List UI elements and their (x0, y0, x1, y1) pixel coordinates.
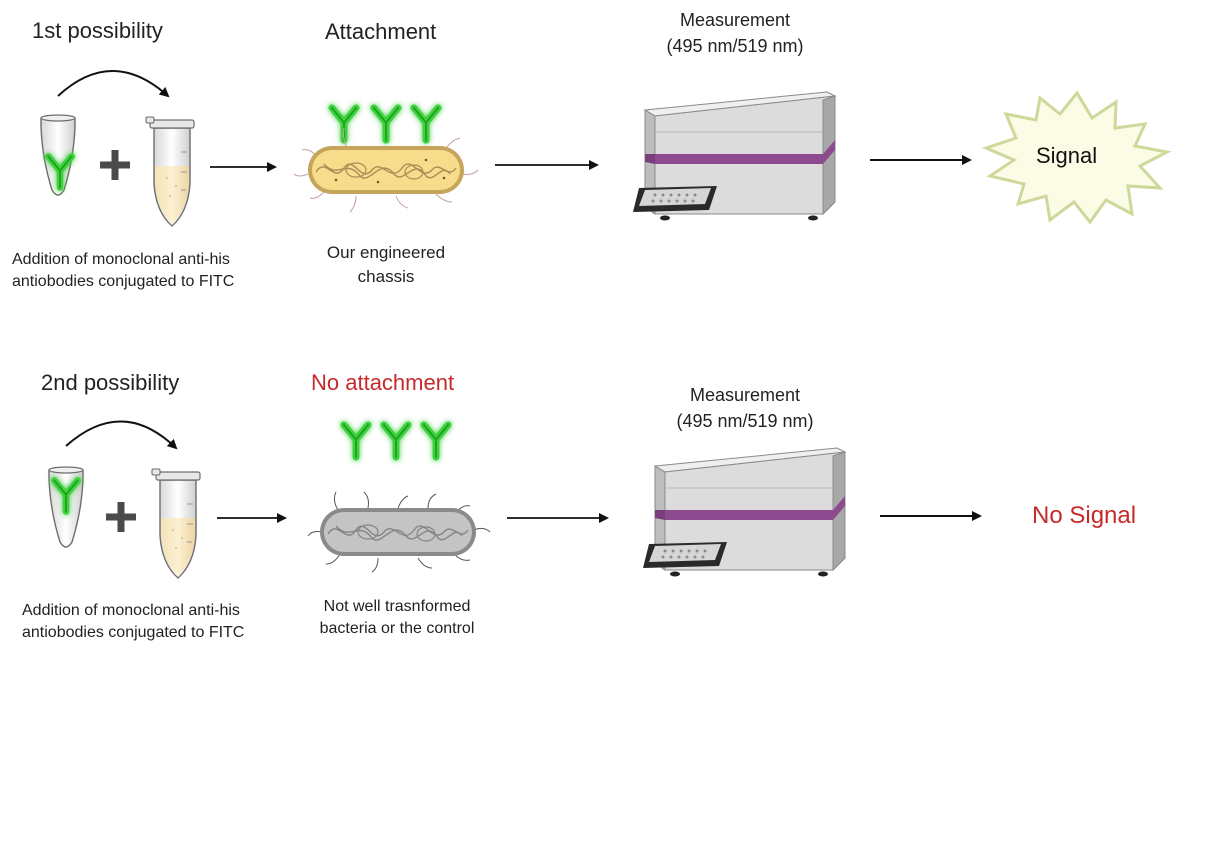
row1-heading: 1st possibility (32, 18, 163, 43)
curved-arrow-1 (57, 70, 170, 98)
row2-measurement-line1: Measurement (689, 385, 801, 405)
row1-measurement-line1: Measurement (679, 10, 791, 30)
row2-bacterium-caption-line2: bacteria or the control (319, 620, 475, 637)
antibody-tube-2 (48, 466, 84, 548)
row2-bacterium-caption-line1: Not well trasnformed (323, 598, 471, 615)
antibody-icon (344, 425, 368, 457)
no-signal-label: No Signal (1032, 502, 1137, 529)
antibody-tube-1 (40, 114, 76, 196)
antibody-icon (414, 108, 438, 140)
antibodies-free (344, 425, 448, 457)
sample-tube-1 (145, 116, 195, 227)
antibody-icon (374, 108, 398, 140)
signal-burst (981, 90, 1172, 225)
plate-reader-1 (632, 91, 836, 221)
antibody-icon (332, 108, 356, 140)
control-bacterium (307, 491, 491, 573)
row2-measurement-line2: (495 nm/519 nm) (676, 411, 814, 431)
row2-caption: Addition of monoclonal anti-his antiobod… (22, 600, 244, 644)
row2-measurement: Measurement (495 nm/519 nm) (650, 382, 840, 434)
row1-caption-line1: Addition of monoclonal anti-his (12, 251, 230, 268)
antibodies-attached (332, 108, 438, 140)
row1-stage-title: Attachment (325, 19, 437, 44)
plus-icon-2 (106, 502, 136, 532)
sample-tube-2 (151, 468, 201, 579)
row1-caption-line2: antiobodies conjugated to FITC (12, 273, 235, 290)
engineered-bacterium (293, 127, 479, 213)
row1-caption: Addition of monoclonal anti-his antiobod… (12, 249, 234, 293)
row2-caption-line1: Addition of monoclonal anti-his (22, 602, 240, 619)
curved-arrow-2 (65, 420, 178, 450)
row1-bacterium-caption-line1: Our engineered (326, 243, 446, 262)
row1-bacterium-caption-line2: chassis (357, 267, 415, 286)
row2-stage-title: No attachment (311, 370, 455, 395)
signal-label: Signal (1036, 143, 1098, 168)
row1-measurement-line2: (495 nm/519 nm) (666, 36, 804, 56)
antibody-icon (384, 425, 408, 457)
row1-bacterium-caption: Our engineered chassis (312, 241, 460, 289)
row1-measurement: Measurement (495 nm/519 nm) (640, 7, 830, 59)
plus-icon-1 (100, 150, 130, 180)
row2-caption-line2: antiobodies conjugated to FITC (22, 624, 245, 641)
antibody-icon (424, 425, 448, 457)
row2-heading: 2nd possibility (41, 370, 180, 395)
row2-bacterium-caption: Not well trasnformed bacteria or the con… (302, 596, 492, 640)
plate-reader-2 (642, 447, 846, 577)
